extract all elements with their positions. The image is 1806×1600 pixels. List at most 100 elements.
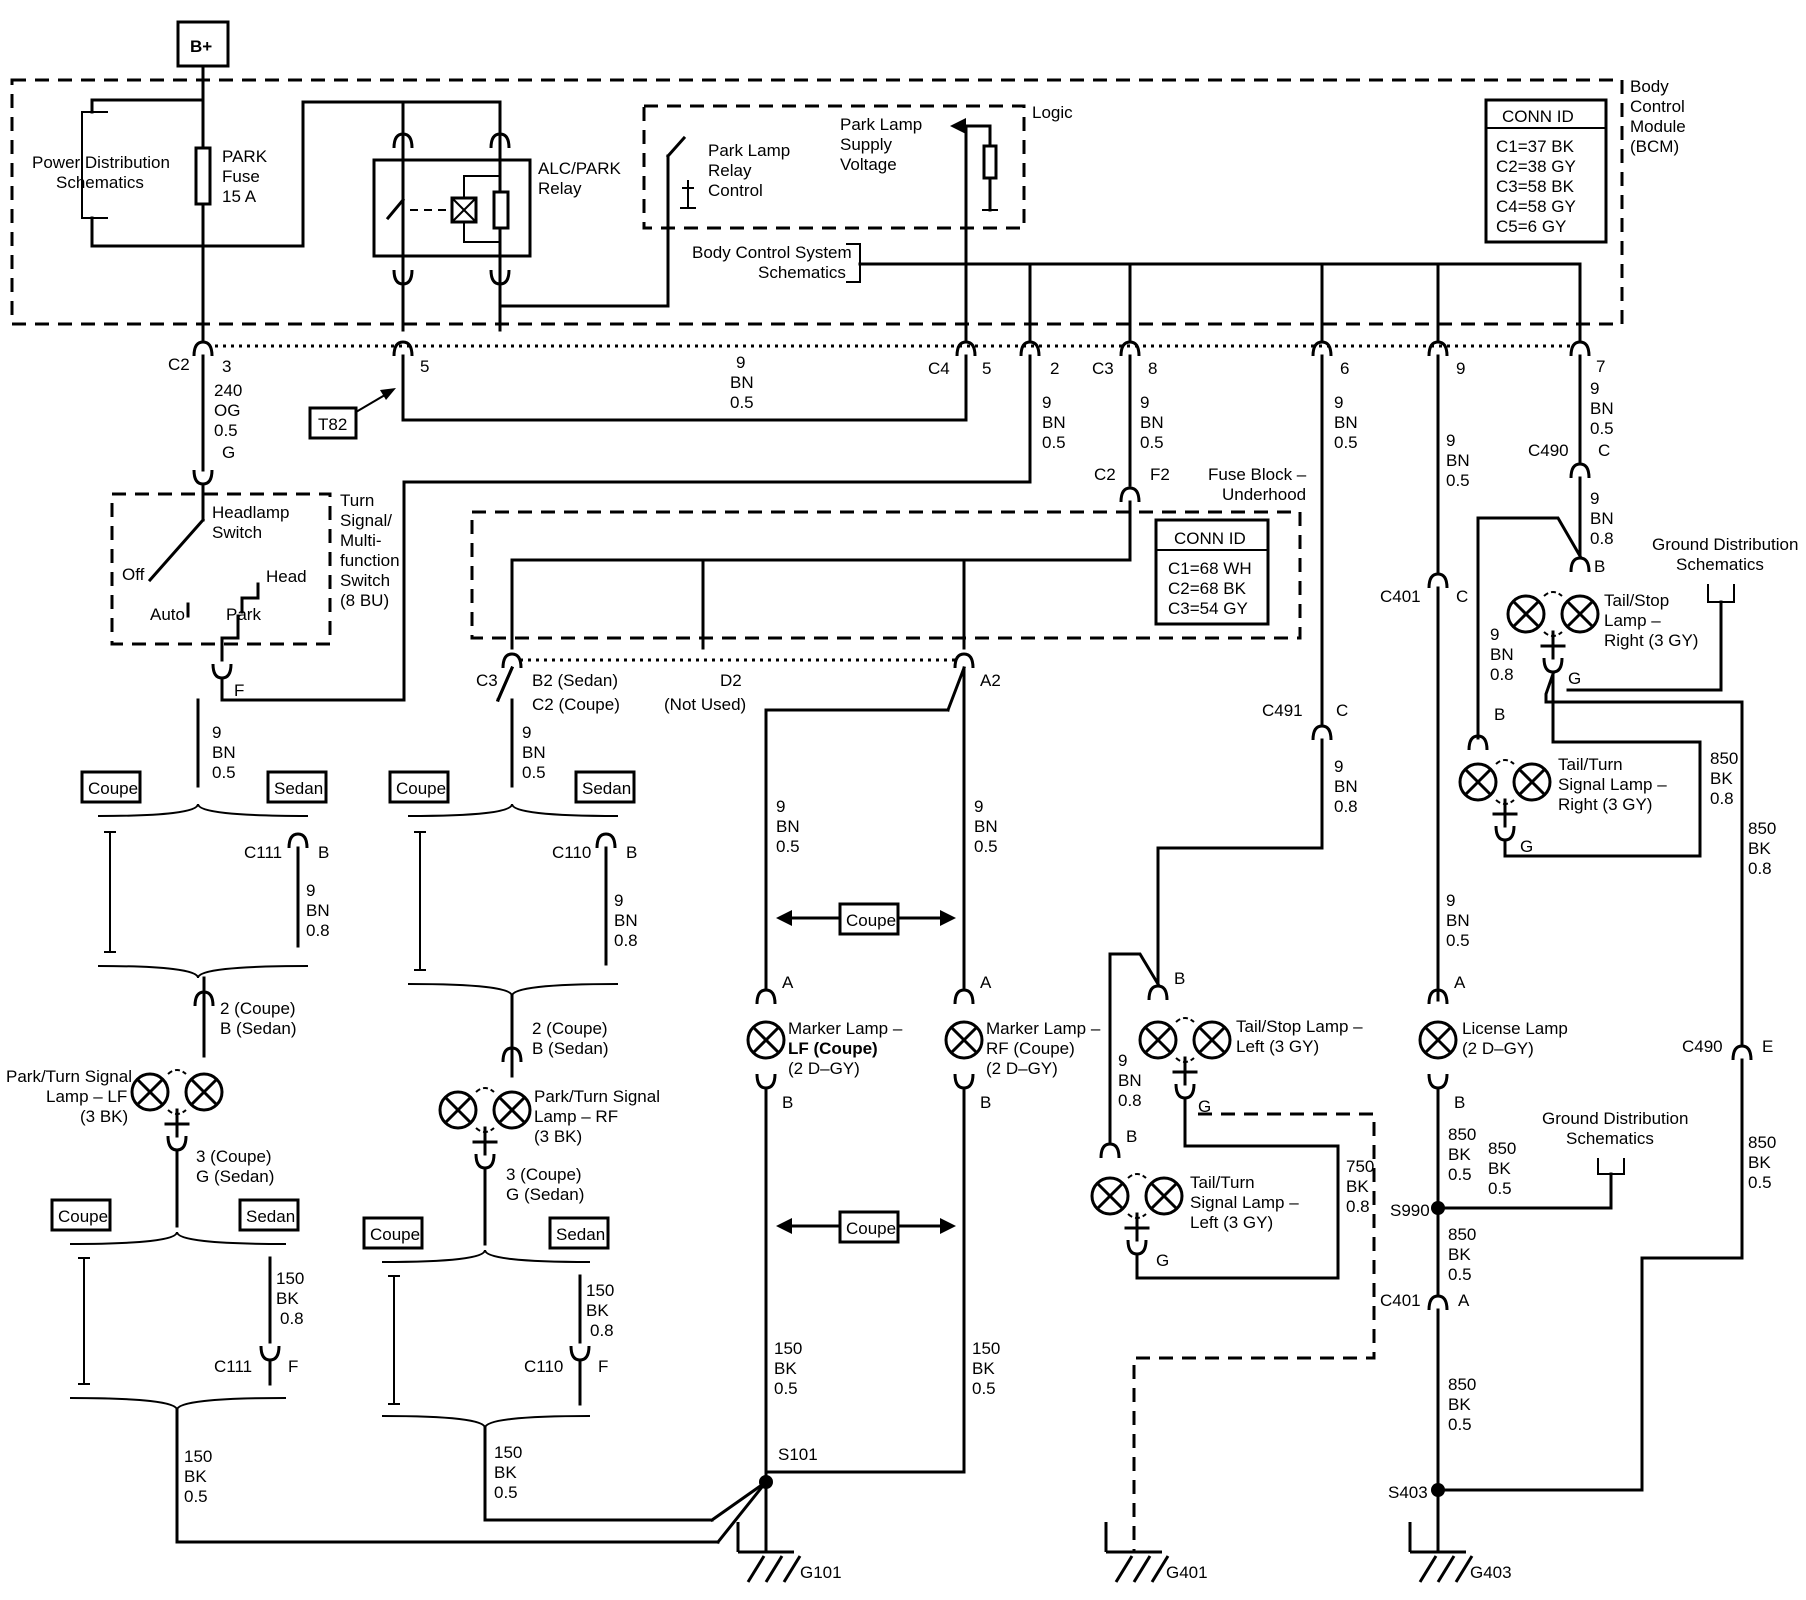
mk-lf-bk-2: BK — [774, 1359, 797, 1378]
fuse-block: CONN ID C1=68 WH C2=68 BK C3=54 GY C3 B2… — [470, 500, 1302, 990]
fb-d2: D2 — [720, 671, 742, 690]
ttr-g: G — [1520, 837, 1533, 856]
r850-c-3: 0.5 — [1748, 1173, 1772, 1192]
tsr-b: B — [1594, 557, 1605, 576]
c491-label: C491 — [1262, 701, 1303, 720]
turn-signal-3: Multi- — [340, 531, 382, 550]
headlamp-switch-2: Switch — [212, 523, 262, 542]
lf-bsedan: B (Sedan) — [220, 1019, 297, 1038]
c110-wire-2: BN — [614, 911, 638, 930]
fuse-block-conn-id — [1154, 518, 1270, 626]
mk-rf-bk-3: 0.5 — [972, 1379, 996, 1398]
ttr-b: B — [1494, 705, 1505, 724]
turn-signal-2: Signal/ — [340, 511, 392, 530]
c490-wire-3: 0.8 — [1590, 529, 1614, 548]
connector-row: C2 3 240 OG 0.5 G T82 5 9 BN 0.5 C4 5 2 … — [168, 340, 1614, 1002]
ttr-wire-3: 0.8 — [1490, 665, 1514, 684]
lf-2coupe: 2 (Coupe) — [220, 999, 296, 1018]
fb-c3: C3 — [476, 671, 498, 690]
ttr-wire-2: BN — [1490, 645, 1514, 664]
gd1-1: Ground Distribution — [1652, 535, 1798, 554]
c491-pin: C — [1336, 701, 1348, 720]
r850-a-3: 0.8 — [1710, 789, 1734, 808]
mk-lf-bk-3: 0.5 — [774, 1379, 798, 1398]
alc-relay-1: ALC/PARK — [538, 159, 621, 178]
s990-dn-2: BK — [1448, 1245, 1471, 1264]
rf-bk-3: 0.8 — [590, 1321, 614, 1340]
bcm-label-1: Body — [1630, 77, 1669, 96]
marker-lamps: 9 BN 0.5 9 BN 0.5 Coupe A A Marker Lamp … — [736, 797, 1101, 1584]
p9-label: 9 — [1456, 359, 1465, 378]
fb-c2: C2 (Coupe) — [532, 695, 620, 714]
lf-bk-2: BK — [276, 1289, 299, 1308]
c401a-wire-3: 0.5 — [1448, 1415, 1472, 1434]
s101-label: S101 — [778, 1445, 818, 1464]
fb-conn-line-3: C3=54 GY — [1168, 599, 1248, 618]
ttr-3: Right (3 GY) — [1558, 795, 1652, 814]
bcm-label-2: Control — [1630, 97, 1685, 116]
p6-wire-1: 9 — [1334, 393, 1343, 412]
mk-lf-wire-2: BN — [776, 817, 800, 836]
rf-lamp-3: (3 BK) — [534, 1127, 582, 1146]
c490-label: C490 — [1528, 441, 1569, 460]
bcm-conn-line-5: C5=6 GY — [1496, 217, 1566, 236]
t82-box — [308, 406, 358, 440]
mk-rf-bk-2: BK — [972, 1359, 995, 1378]
supply-voltage-3: Voltage — [840, 155, 897, 174]
tsr-3: Right (3 GY) — [1604, 631, 1698, 650]
rf-gsedan: G (Sedan) — [506, 1185, 584, 1204]
p9-wire-2: BN — [1446, 451, 1470, 470]
mk-rf-b: B — [980, 1093, 991, 1112]
c401a-pin: A — [1458, 1291, 1470, 1310]
bk750-2: BK — [1346, 1177, 1369, 1196]
c2-g: G — [222, 443, 235, 462]
mk-lf-bk-1: 150 — [774, 1339, 802, 1358]
bcm-conn-id — [1484, 98, 1608, 244]
alc-relay-2: Relay — [538, 179, 582, 198]
c491-wire-3: 0.8 — [1334, 797, 1358, 816]
g403-label: G403 — [1470, 1563, 1512, 1582]
park-fuse-2: Fuse — [222, 167, 260, 186]
bk750-1: 750 — [1346, 1157, 1374, 1176]
c111-b: C111 — [244, 843, 282, 862]
c110-wire-1: 9 — [614, 891, 623, 910]
rear-left-lamps: B Tail/Stop Lamp – Left (3 GY) G 9 BN 0.… — [1090, 846, 1376, 1584]
lf-gnd-wire-1: 150 — [184, 1447, 212, 1466]
c2-label: C2 — [168, 355, 190, 374]
r850-a-1: 850 — [1710, 749, 1738, 768]
rf-park-turn-circuit: 9 BN 0.5 Coupe Sedan C110 B 9 BN 0.8 2 (… — [362, 666, 769, 1523]
supply-voltage-1: Park Lamp — [840, 115, 922, 134]
mk-lf-a: A — [782, 973, 794, 992]
lf-park-turn-circuit: 9 BN 0.5 Coupe Sedan C111 B 9 BN 0.8 2 (… — [6, 698, 769, 1545]
rf-gnd-wire-1: 150 — [494, 1443, 522, 1462]
tsr-2: Lamp – — [1604, 611, 1661, 630]
p8-wire-1: 9 — [1140, 393, 1149, 412]
s990-850-3: 0.5 — [1488, 1179, 1512, 1198]
c111-f-pin: F — [288, 1357, 298, 1376]
s990-850-1: 850 — [1488, 1139, 1516, 1158]
fb-a2: A2 — [980, 671, 1001, 690]
lic-wire-3: 0.5 — [1446, 931, 1470, 950]
g401-label: G401 — [1166, 1563, 1208, 1582]
body-control-2: Schematics — [758, 263, 846, 282]
c3-pin: 8 — [1148, 359, 1157, 378]
head-label: Head — [266, 567, 307, 586]
tsl-1: Tail/Stop Lamp – — [1236, 1017, 1363, 1036]
c490e-label: C490 — [1682, 1037, 1723, 1056]
c110-b-pin: B — [626, 843, 637, 862]
c490-wire-1: 9 — [1590, 489, 1599, 508]
bcm-module: B+ Body Control Module (BCM) Power Distr… — [10, 20, 1686, 342]
p6-label: 6 — [1340, 359, 1349, 378]
r850-b-2: BK — [1748, 839, 1771, 858]
fuse-block-1: Fuse Block – — [1208, 465, 1307, 484]
mk-lf-b: B — [782, 1093, 793, 1112]
lf-lamp-3: (3 BK) — [80, 1107, 128, 1126]
c2b-label: C2 — [1094, 465, 1116, 484]
tsr-g: G — [1568, 669, 1581, 688]
lic-1: License Lamp — [1462, 1019, 1568, 1038]
pin5-label: 5 — [420, 357, 429, 376]
mid-wire-3: 0.5 — [730, 393, 754, 412]
lf-bk-1: 150 — [276, 1269, 304, 1288]
ttl-1: Tail/Turn — [1190, 1173, 1255, 1192]
lf-wire-3: 0.5 — [212, 763, 236, 782]
